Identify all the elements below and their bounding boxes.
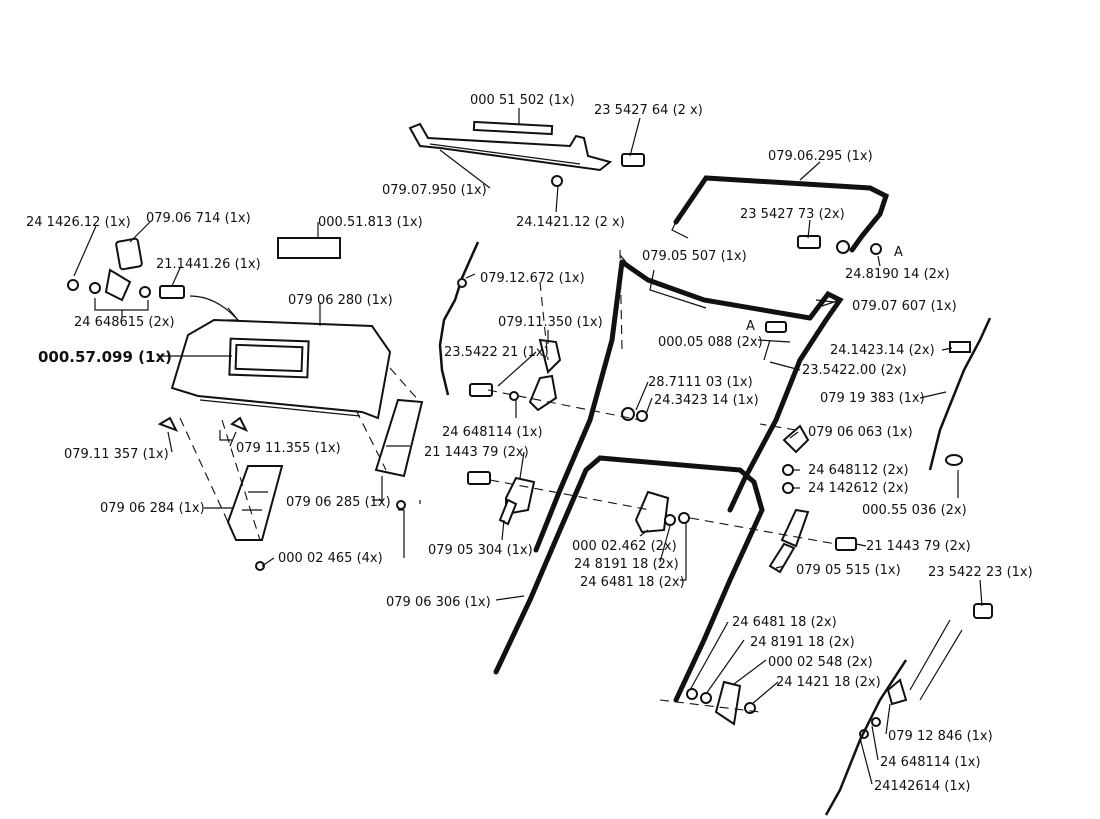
part-label-079-06-285: 079 06 285 (1x) <box>286 495 391 510</box>
part-label-23-5422-00: 23.5422.00 (2x) <box>802 363 907 378</box>
part-label-21-1443-79-left: 21 1443 79 (2x) <box>424 445 529 460</box>
part-label-23-5422-21: 23.5422 21 (1x) <box>444 345 549 360</box>
part-label-23-5427-73: 23 5427 73 (2x) <box>740 207 845 222</box>
part-label-079-12-672: 079.12.672 (1x) <box>480 271 585 286</box>
part-label-079-11-357: 079.11 357 (1x) <box>64 447 169 462</box>
part-label-24-1423-14: 24.1423.14 (2x) <box>830 343 935 358</box>
part-number-labels: 000 51 502 (1x) 23 5427 64 (2 x) 079.07.… <box>26 93 1033 794</box>
part-label-24-1426-12: 24 1426.12 (1x) <box>26 215 131 230</box>
handle-bracket-part <box>408 120 645 187</box>
part-label-079-07-607: 079.07 607 (1x) <box>852 299 957 314</box>
part-label-23-5427-64: 23 5427 64 (2 x) <box>594 103 703 118</box>
part-label-24-142612: 24 142612 (2x) <box>808 481 909 496</box>
part-label-21-1441-26: 21.1441.26 (1x) <box>156 257 261 272</box>
part-label-079-12-846: 079 12 846 (1x) <box>888 729 993 744</box>
part-label-079-05-515: 079 05 515 (1x) <box>796 563 901 578</box>
part-label-24-8190-14: 24.8190 14 (2x) <box>845 267 950 282</box>
part-label-079-06-280: 079 06 280 (1x) <box>288 293 393 308</box>
part-label-079-06-306: 079 06 306 (1x) <box>386 595 491 610</box>
engine-switch-part <box>67 237 240 321</box>
part-label-21-1443-79-right: 21 1443 79 (2x) <box>866 539 971 554</box>
part-label-24142614: 24142614 (1x) <box>874 779 970 794</box>
part-label-000-55-036: 000.55 036 (2x) <box>862 503 967 518</box>
part-label-079-06-714: 079.06 714 (1x) <box>146 211 251 226</box>
part-label-24-6481-18-mid: 24 6481 18 (2x) <box>580 575 685 590</box>
marker-a-top: A <box>894 245 903 260</box>
cover-part <box>170 237 392 420</box>
part-label-24-3423-14: 24.3423 14 (1x) <box>654 393 759 408</box>
part-label-23-5422-23: 23 5422 23 (1x) <box>928 565 1033 580</box>
part-label-079-07-950: 079.07.950 (1x) <box>382 183 487 198</box>
part-label-000-51-502: 000 51 502 (1x) <box>470 93 575 108</box>
part-label-000-02-462: 000 02.462 (2x) <box>572 539 677 554</box>
part-label-079-06-063: 079 06 063 (1x) <box>808 425 913 440</box>
part-label-24-1421-12: 24.1421.12 (2 x) <box>516 215 625 230</box>
part-label-24-8191-18-bottom: 24 8191 18 (2x) <box>750 635 855 650</box>
side-flaps-part <box>157 398 424 571</box>
lower-handle-part <box>493 259 844 703</box>
part-label-24-648112: 24 648112 (2x) <box>808 463 909 478</box>
part-label-079-06-295: 079.06.295 (1x) <box>768 149 873 164</box>
part-label-000-02-465: 000 02 465 (4x) <box>278 551 383 566</box>
marker-a-left: A <box>746 319 755 334</box>
part-label-079-06-284: 079 06 284 (1x) <box>100 501 205 516</box>
part-label-000-05-088: 000.05 088 (2x) <box>658 335 763 350</box>
part-label-24-648615: 24 648615 (2x) <box>74 315 175 330</box>
part-label-000-51-813: 000.51.813 (1x) <box>318 215 423 230</box>
upper-handle-bar-part <box>671 175 890 255</box>
part-label-079-05-304: 079 05 304 (1x) <box>428 543 533 558</box>
part-label-000-57-099: 000.57.099 (1x) <box>38 348 172 366</box>
part-label-24-8191-18-mid: 24 8191 18 (2x) <box>574 557 679 572</box>
part-label-079-11-355: 079 11.355 (1x) <box>236 441 341 456</box>
part-label-24-6481-18-bottom: 24 6481 18 (2x) <box>732 615 837 630</box>
leader-lines <box>73 108 983 785</box>
part-label-000-02-548: 000 02 548 (2x) <box>768 655 873 670</box>
part-label-24-648114-bottom: 24 648114 (1x) <box>880 755 981 770</box>
part-label-24-648114: 24 648114 (1x) <box>442 425 543 440</box>
cable-part <box>438 241 480 396</box>
part-label-079-19-383: 079 19 383 (1x) <box>820 391 925 406</box>
part-label-079-11-350: 079.11.350 (1x) <box>498 315 603 330</box>
part-label-079-05-507: 079.05 507 (1x) <box>642 249 747 264</box>
part-label-28-7111-03: 28.7111 03 (1x) <box>648 375 753 390</box>
part-label-24-1421-18: 24 1421 18 (2x) <box>776 675 881 690</box>
